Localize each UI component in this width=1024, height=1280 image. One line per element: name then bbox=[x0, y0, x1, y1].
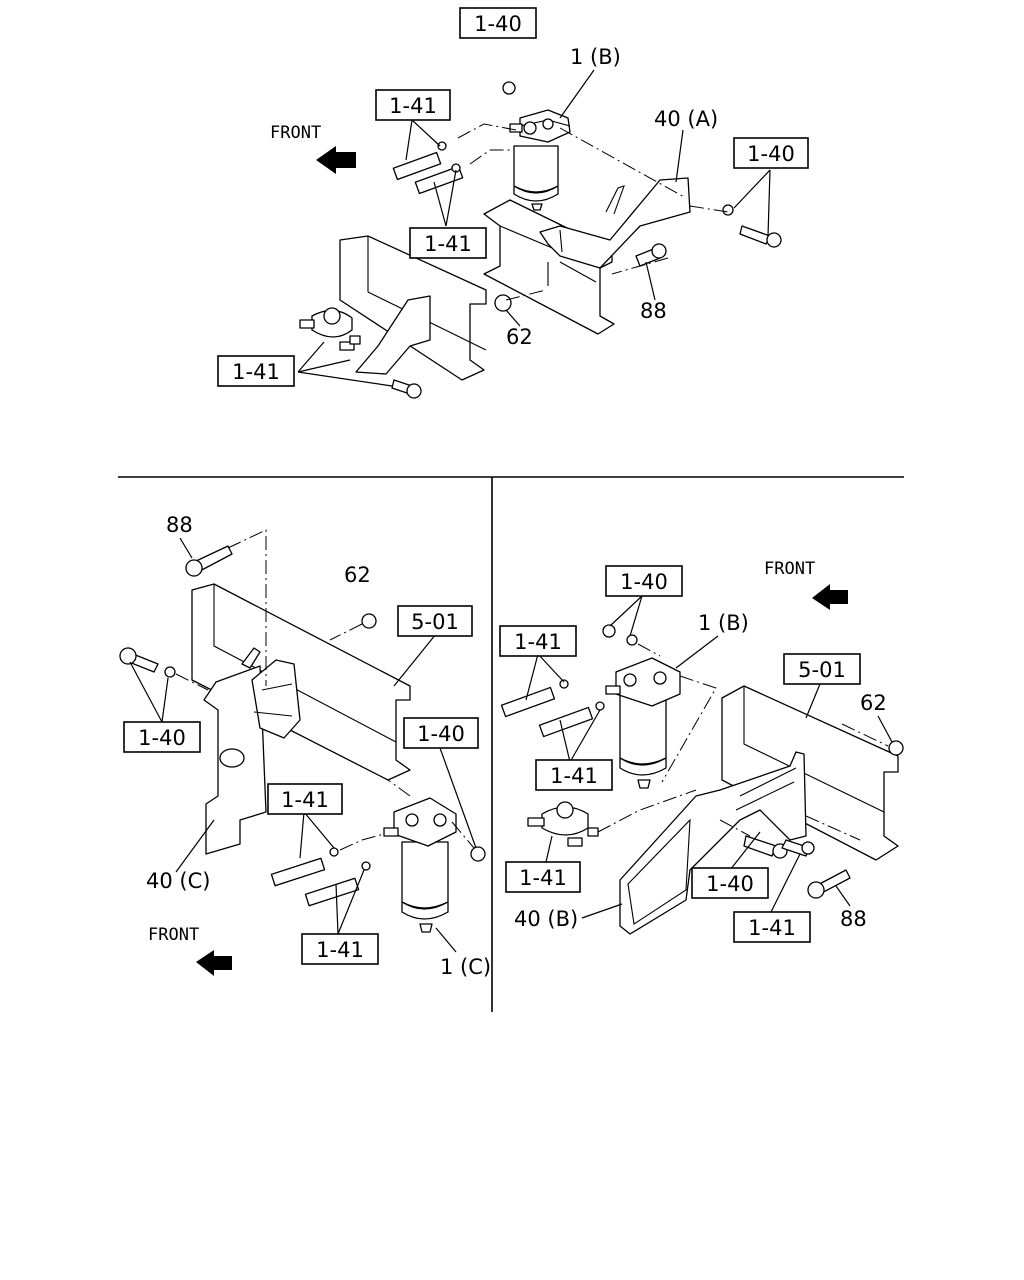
fuel-filter-1c bbox=[383, 797, 457, 933]
hose bbox=[270, 857, 326, 887]
bracket-40b bbox=[619, 751, 807, 935]
ref-1-41: 1-41 bbox=[748, 916, 796, 940]
fuel-filter-1b bbox=[509, 109, 571, 211]
hose bbox=[392, 151, 442, 181]
nut-62 bbox=[494, 294, 512, 312]
ref-1-40: 1-40 bbox=[620, 570, 668, 594]
fuel-filter-1b bbox=[605, 657, 681, 789]
front-label: FRONT bbox=[270, 123, 321, 143]
bracket-label: 40 (C) bbox=[146, 869, 210, 893]
front-arrow-icon bbox=[196, 950, 232, 976]
front-label: FRONT bbox=[764, 559, 815, 579]
filter-label: 1 (B) bbox=[570, 45, 621, 69]
bracket-label: 40 (A) bbox=[654, 107, 718, 131]
filter-label: 1 (C) bbox=[440, 955, 491, 979]
ref-5-01: 5-01 bbox=[798, 658, 846, 682]
right-view: FRONT 1-40 1 (B) 1-41 5-01 62 1-41 1-41 … bbox=[499, 559, 904, 943]
nut-62 bbox=[361, 613, 377, 629]
ref-5-01: 5-01 bbox=[411, 610, 459, 634]
filter-label: 1 (B) bbox=[698, 611, 749, 635]
ref-1-41: 1-41 bbox=[519, 866, 567, 890]
water-separator bbox=[527, 801, 599, 847]
ref-1-41: 1-41 bbox=[389, 94, 437, 118]
bolt-label: 88 bbox=[166, 513, 193, 537]
front-arrow-icon bbox=[812, 584, 848, 610]
bracket-label: 40 (B) bbox=[514, 907, 578, 931]
ref-1-41: 1-41 bbox=[514, 630, 562, 654]
ref-1-41: 1-41 bbox=[316, 938, 364, 962]
ref-1-40: 1-40 bbox=[747, 142, 795, 166]
ref-1-41: 1-41 bbox=[550, 764, 598, 788]
front-arrow-icon bbox=[316, 146, 356, 174]
left-view: FRONT 88 62 5-01 1-40 1-40 1-41 40 (C) 1… bbox=[119, 513, 491, 979]
ref-1-40: 1-40 bbox=[138, 726, 186, 750]
bolt-label: 88 bbox=[840, 907, 867, 931]
nut-label: 62 bbox=[860, 691, 887, 715]
ref-1-40: 1-40 bbox=[706, 872, 754, 896]
nut-62 bbox=[888, 740, 904, 756]
front-label: FRONT bbox=[148, 925, 199, 945]
ref-1-40: 1-40 bbox=[474, 12, 522, 36]
nut-label: 62 bbox=[344, 563, 371, 587]
hose bbox=[538, 706, 594, 738]
hose bbox=[500, 686, 556, 718]
ref-1-41: 1-41 bbox=[232, 360, 280, 384]
ref-1-40: 1-40 bbox=[417, 722, 465, 746]
water-separator bbox=[299, 307, 361, 351]
hose bbox=[304, 877, 360, 907]
top-view: FRONT 1-40 1 (B) 1-41 40 (A) 1-40 1-41 8… bbox=[217, 7, 809, 399]
ref-1-41: 1-41 bbox=[281, 788, 329, 812]
bracket-40a bbox=[539, 177, 691, 269]
ref-1-41: 1-41 bbox=[424, 232, 472, 256]
bolt-label: 88 bbox=[640, 299, 667, 323]
nut-label: 62 bbox=[506, 325, 533, 349]
hose bbox=[414, 165, 464, 195]
